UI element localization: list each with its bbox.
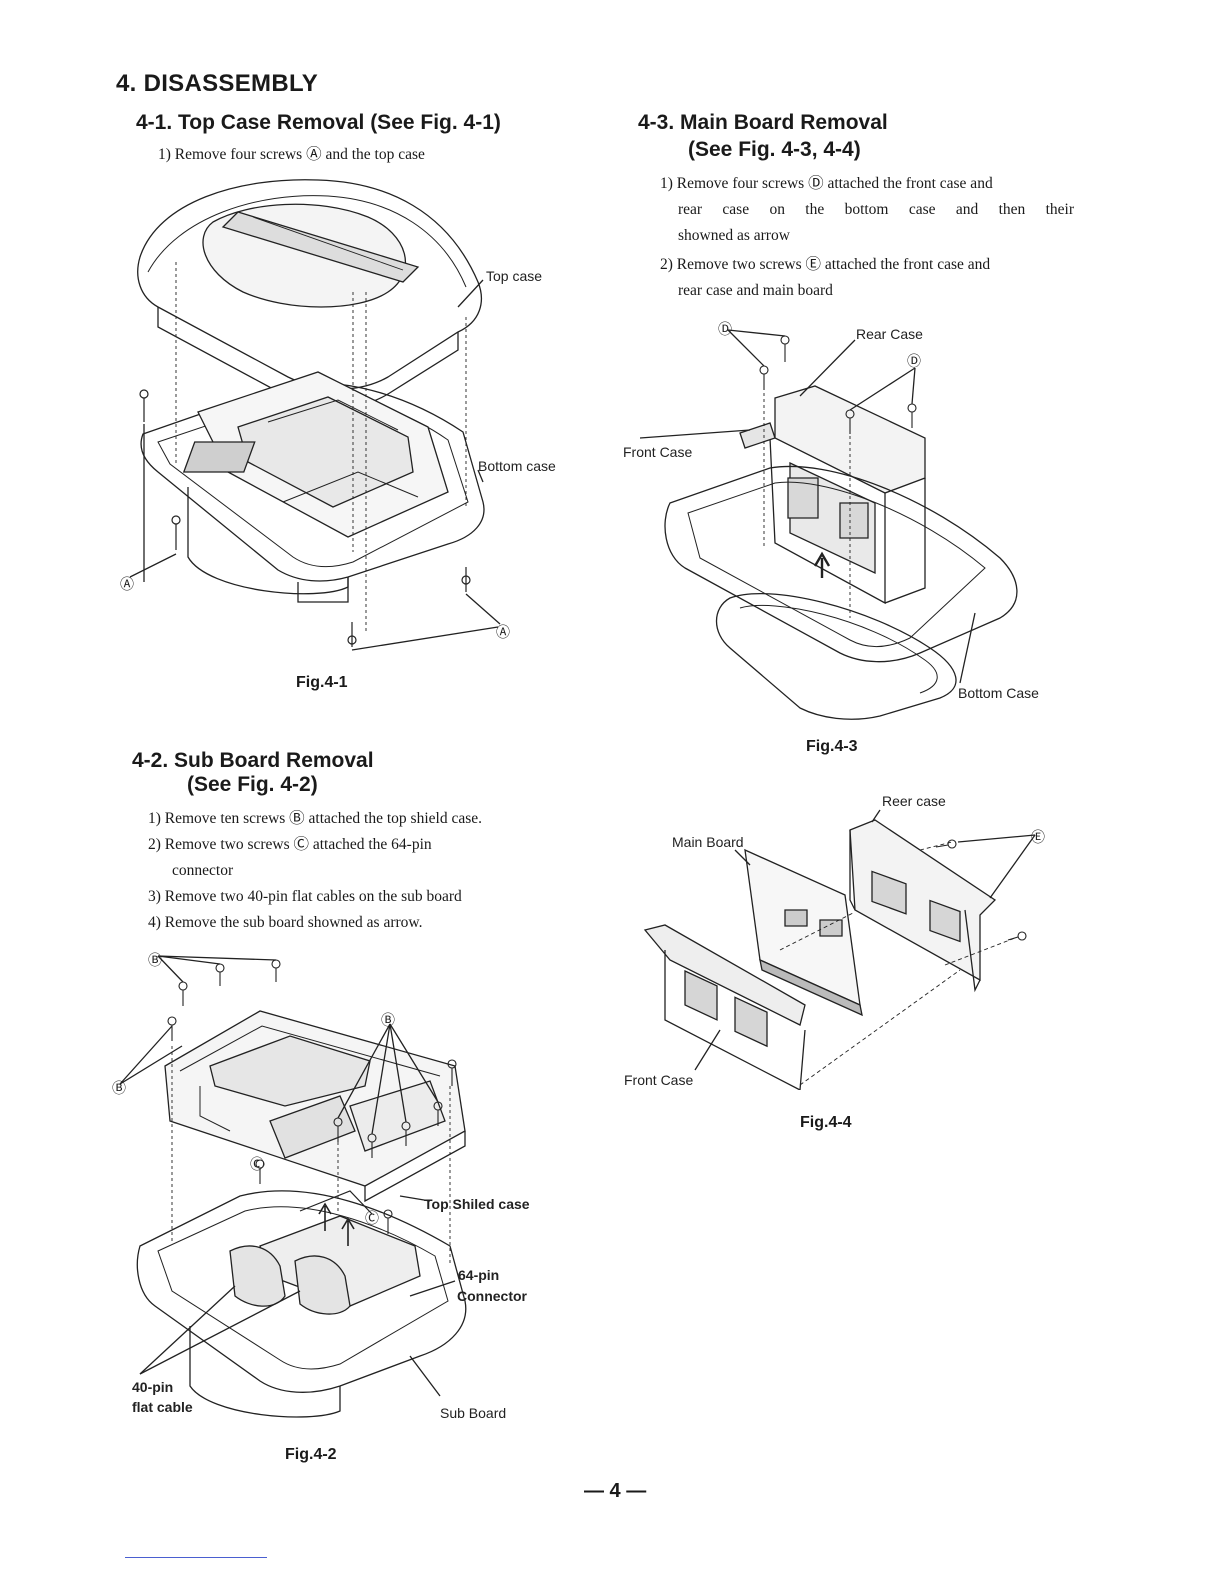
label-reer-case: Reer case xyxy=(882,793,946,809)
figure-4-2 xyxy=(110,946,580,1434)
figure-4-3 xyxy=(640,318,1060,730)
callout-d-right: Ⓓ xyxy=(907,353,921,369)
heading-4-3: 4-3. Main Board Removal xyxy=(638,111,888,134)
label-main-board: Main Board xyxy=(672,834,744,850)
label-rear-case: Rear Case xyxy=(856,326,923,342)
heading-4-1: 4-1. Top Case Removal (See Fig. 4-1) xyxy=(136,111,501,134)
section-title: 4. DISASSEMBLY xyxy=(116,70,319,97)
heading-4-3-sub: (See Fig. 4-3, 4-4) xyxy=(688,138,861,161)
callout-a-left: Ⓐ xyxy=(120,576,134,592)
callout-a-right: Ⓐ xyxy=(496,624,510,640)
callout-c-right: Ⓒ xyxy=(365,1210,379,1226)
caption-fig-4-4: Fig.4-4 xyxy=(800,1114,852,1131)
callout-c-left: Ⓒ xyxy=(250,1156,264,1172)
heading-4-2: 4-2. Sub Board Removal xyxy=(132,749,374,772)
caption-fig-4-1: Fig.4-1 xyxy=(296,674,348,691)
label-top-shield-case: Top Shiled case xyxy=(424,1196,530,1212)
label-front-case: Front Case xyxy=(623,444,693,460)
callout-d-left: Ⓓ xyxy=(718,321,732,337)
label-flat-cable: flat cable xyxy=(132,1399,193,1415)
step-4-3-2b: rear case and main board xyxy=(678,282,833,299)
label-40-pin: 40-pin xyxy=(132,1379,174,1395)
label-64-pin: 64-pin xyxy=(458,1267,500,1283)
callout-b-top: Ⓑ xyxy=(148,952,162,968)
label-top-case: Top case xyxy=(486,268,543,284)
figure-4-1 xyxy=(118,172,598,672)
step-4-2-2: 2) Remove two screws Ⓒ attached the 64-p… xyxy=(148,836,432,853)
step-4-2-4: 4) Remove the sub board showned as arrow… xyxy=(148,914,423,931)
label-sub-board: Sub Board xyxy=(440,1405,507,1421)
figure-4-4 xyxy=(640,790,1060,1090)
step-4-2-2b: connector xyxy=(172,862,234,879)
step-4-2-3: 3) Remove two 40-pin flat cables on the … xyxy=(148,888,462,905)
label-front-case-4-4: Front Case xyxy=(624,1072,694,1088)
label-bottom-case: Bottom case xyxy=(478,458,556,474)
callout-b-right: Ⓑ xyxy=(381,1012,395,1028)
heading-4-2-sub: (See Fig. 4-2) xyxy=(187,773,318,796)
callout-b-left: Ⓑ xyxy=(112,1080,126,1096)
callout-e: Ⓔ xyxy=(1031,829,1045,845)
label-connector: Connector xyxy=(457,1288,527,1304)
step-4-3-1c: showned as arrow xyxy=(678,227,790,244)
footer-rule xyxy=(125,1557,267,1558)
step-4-3-2: 2) Remove two screws Ⓔ attached the fron… xyxy=(660,256,991,273)
step-4-2-1: 1) Remove ten screws Ⓑ attached the top … xyxy=(148,810,482,827)
caption-fig-4-3: Fig.4-3 xyxy=(806,738,858,755)
page-number: — 4 — xyxy=(584,1480,647,1502)
step-4-1-1: 1) Remove four screws Ⓐ and the top case xyxy=(158,146,425,163)
step-4-3-1: 1) Remove four screws Ⓓ attached the fro… xyxy=(660,175,993,192)
step-4-3-1b: rear case on the bottom case and then th… xyxy=(678,201,1074,218)
caption-fig-4-2: Fig.4-2 xyxy=(285,1446,337,1463)
label-bottom-case: Bottom Case xyxy=(958,685,1039,701)
